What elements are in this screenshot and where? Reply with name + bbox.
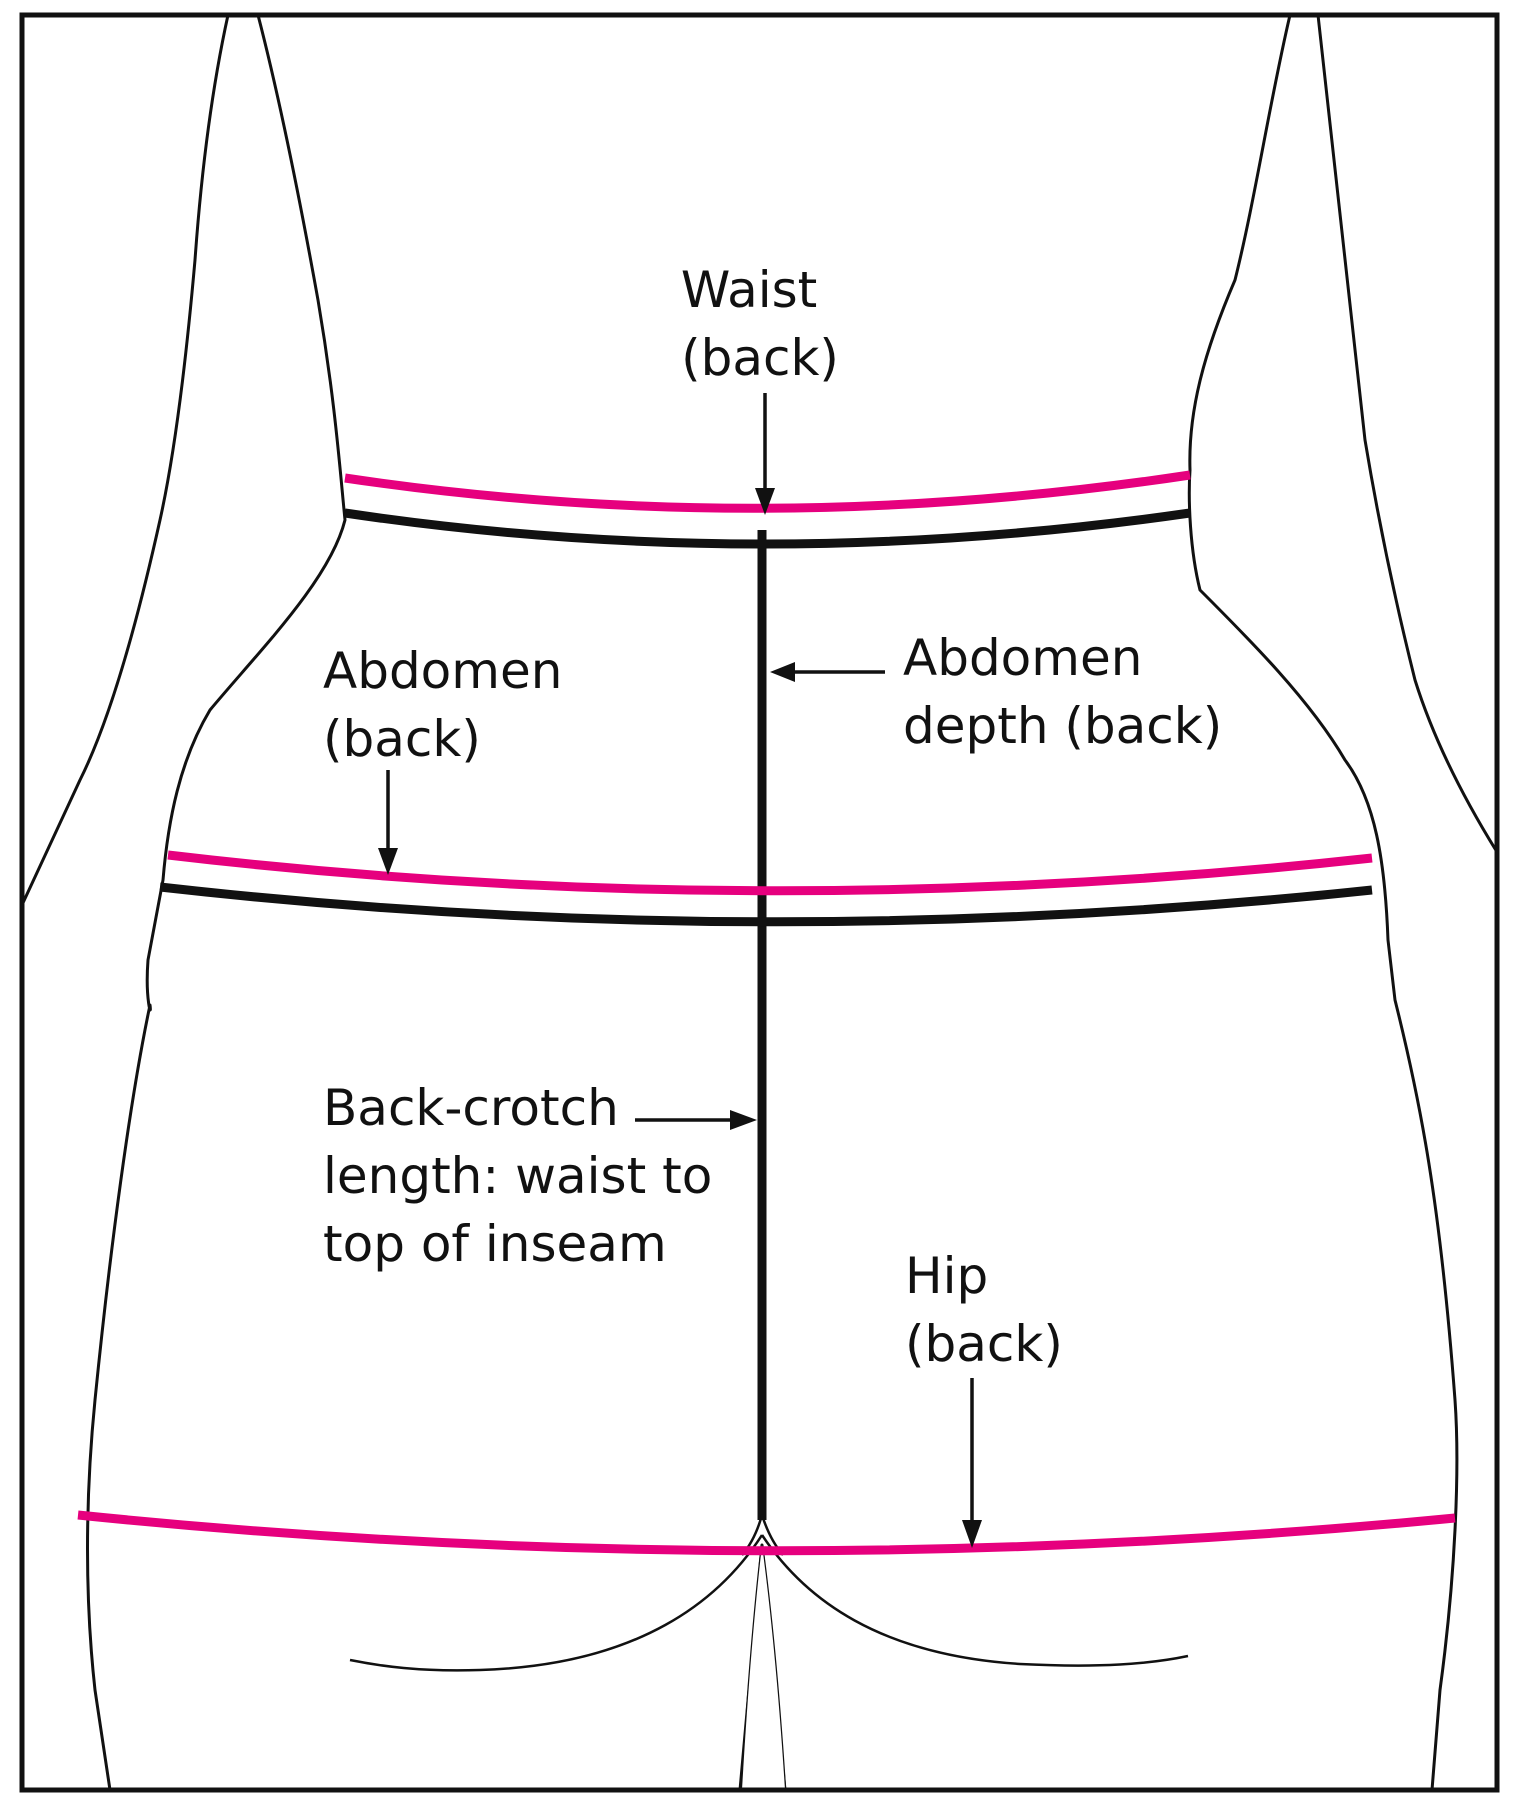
abdomen-depth-label-line1: Abdomen <box>903 629 1142 687</box>
abdomen-label: Abdomen (back) <box>323 642 578 768</box>
left-buttock-curve <box>349 1534 764 1672</box>
waist-band-black <box>344 508 1191 549</box>
waist-label-line1: Waist <box>681 261 817 319</box>
hip-label-line1: Hip <box>905 1247 988 1305</box>
left-arm <box>22 15 230 907</box>
waist-label: Waist (back) <box>681 261 839 387</box>
frame-border <box>19 12 1500 1793</box>
waist-arrow-head <box>755 488 775 515</box>
hip-label: Hip (back) <box>905 1247 1063 1373</box>
crotch-gap-fill <box>742 1545 785 1790</box>
torso-body <box>86 15 1459 1790</box>
back-crotch-label-line2: length: waist to <box>323 1147 712 1205</box>
abdomen-depth-arrow-head <box>770 662 795 682</box>
abdomen-label-line1: Abdomen <box>323 642 562 700</box>
abdomen-line <box>167 850 1373 896</box>
right-arm <box>1316 15 1497 854</box>
abdomen-arrow-head <box>378 848 398 875</box>
back-crotch-label: Back-crotch length: waist to top of inse… <box>323 1079 728 1273</box>
hip-label-line2: (back) <box>905 1315 1063 1373</box>
back-crotch-arrow-head <box>730 1110 757 1130</box>
hip-arrow-head <box>962 1520 982 1548</box>
hip-line <box>77 1510 1456 1556</box>
waist-label-line2: (back) <box>681 329 839 387</box>
abdomen-depth-label-line2: depth (back) <box>903 697 1222 755</box>
abdomen-label-line2: (back) <box>323 710 481 768</box>
abdomen-band-black <box>159 882 1373 927</box>
right-buttock-curve <box>760 1534 1189 1667</box>
back-crotch-label-line3: top of inseam <box>323 1215 667 1273</box>
abdomen-depth-label: Abdomen depth (back) <box>903 629 1222 755</box>
back-crotch-label-line1: Back-crotch <box>323 1079 619 1137</box>
